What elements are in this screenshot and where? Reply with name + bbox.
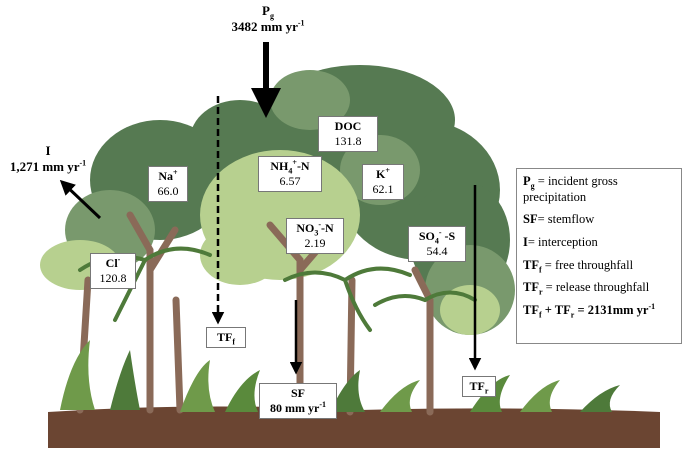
no3-name: NO: [296, 221, 315, 235]
doc-name: DOC: [334, 119, 362, 133]
legend-total-plus: + TF: [541, 302, 571, 317]
so4-suffix: -S: [441, 229, 456, 243]
doc-value: 131.8: [334, 134, 362, 148]
soil-ground: [48, 406, 660, 448]
tf-release-symbol: TF: [469, 379, 485, 393]
legend-tff: TFf = free throughfall: [523, 258, 675, 274]
k-value: 62.1: [372, 182, 394, 196]
cl-name: Cl: [105, 256, 118, 270]
cl-charge: -: [117, 255, 121, 264]
interception-symbol: I: [45, 143, 51, 158]
nh4-suffix: -N: [296, 159, 310, 173]
legend-total-b-sub: r: [570, 310, 575, 320]
pg-label: Pg 3482 mm yr-1: [222, 3, 314, 34]
doc-box: DOC 131.8: [318, 116, 378, 152]
pg-amount: 3482 mm yr: [231, 18, 298, 34]
cl-value: 120.8: [99, 271, 127, 285]
legend-tff-term: TF: [523, 257, 539, 272]
tf-release-sub: r: [484, 386, 489, 396]
legend-tff-def: = free throughfall: [541, 257, 634, 272]
no3-box: NO3--N 2.19: [286, 218, 344, 254]
na-name: Na: [158, 169, 174, 183]
cl-box: Cl- 120.8: [90, 253, 136, 289]
pg-sub: g: [269, 11, 274, 21]
na-value: 66.0: [157, 184, 179, 198]
legend-sf: SF= stemflow: [523, 212, 675, 228]
pg-symbol: P: [262, 3, 270, 18]
pg-unit-exp: -1: [297, 18, 305, 28]
no3-suffix: -N: [321, 221, 334, 235]
nh4-name: NH: [270, 159, 289, 173]
so4-value: 54.4: [426, 244, 448, 258]
tf-free-box: TFf: [206, 327, 246, 348]
legend-tff-sub: f: [538, 265, 542, 274]
interception-label: I 1,271 mm yr-1: [0, 143, 96, 174]
na-charge: +: [173, 168, 178, 177]
no3-sub: 3: [314, 228, 319, 238]
legend-pg-sub: g: [530, 181, 535, 191]
na-box: Na+ 66.0: [148, 166, 188, 202]
legend-sf-term: SF: [523, 212, 538, 227]
nh4-sub: 4: [288, 166, 293, 176]
no3-value: 2.19: [304, 236, 326, 250]
tf-free-symbol: TF: [216, 330, 233, 344]
legend-i-term: I: [523, 234, 528, 249]
palm-fronds: [78, 246, 477, 332]
k-box: K+ 62.1: [362, 164, 404, 200]
interception-unit-exp: -1: [79, 158, 87, 168]
stemflow-amount: 80 mm yr: [270, 401, 320, 415]
so4-box: SO4- -S 54.4: [408, 226, 466, 262]
legend-tfr: TFr = release throughfall: [523, 280, 675, 296]
legend-i-def: = interception: [527, 234, 598, 249]
no3-charge: -: [318, 220, 321, 229]
legend-tfr-sub: r: [538, 287, 543, 297]
stemflow-box: SF 80 mm yr-1: [259, 383, 337, 419]
legend-i: I= interception: [523, 235, 675, 251]
legend-pg: Pg = incident gross precipitation: [523, 174, 675, 205]
legend-sf-def: = stemflow: [537, 212, 595, 227]
legend-total-a-sub: f: [538, 310, 542, 320]
tf-free-sub: f: [232, 337, 235, 347]
legend-tfr-term: TF: [523, 280, 539, 295]
k-charge: +: [385, 166, 390, 175]
stemflow-symbol: SF: [290, 386, 305, 400]
interception-arrow: [59, 179, 102, 220]
so4-charge: -: [438, 228, 442, 237]
tf-release-box: TFr: [462, 376, 496, 397]
nh4-value: 6.57: [279, 174, 301, 188]
legend-total-exp: -1: [648, 301, 656, 311]
legend: Pg = incident gross precipitation SF= st…: [516, 168, 682, 344]
legend-total: TFf + TFr = 2131mm yr-1: [523, 301, 675, 320]
legend-tfr-def: = release throughfall: [542, 280, 650, 295]
stemflow-unit-exp: -1: [319, 400, 326, 409]
nh4-charge: +: [292, 158, 297, 167]
so4-sub: 4: [434, 236, 439, 246]
legend-total-rest: = 2131mm yr: [574, 302, 649, 317]
k-name: K: [376, 167, 386, 181]
nh4-box: NH4+-N 6.57: [258, 156, 322, 192]
legend-total-a: TF: [523, 302, 539, 317]
legend-pg-term: P: [523, 174, 531, 188]
so4-name: SO: [418, 229, 435, 243]
interception-amount: 1,271 mm yr: [9, 158, 80, 174]
legend-pg-def: = incident gross precipitation: [523, 174, 618, 204]
understory-plants: [60, 340, 620, 412]
